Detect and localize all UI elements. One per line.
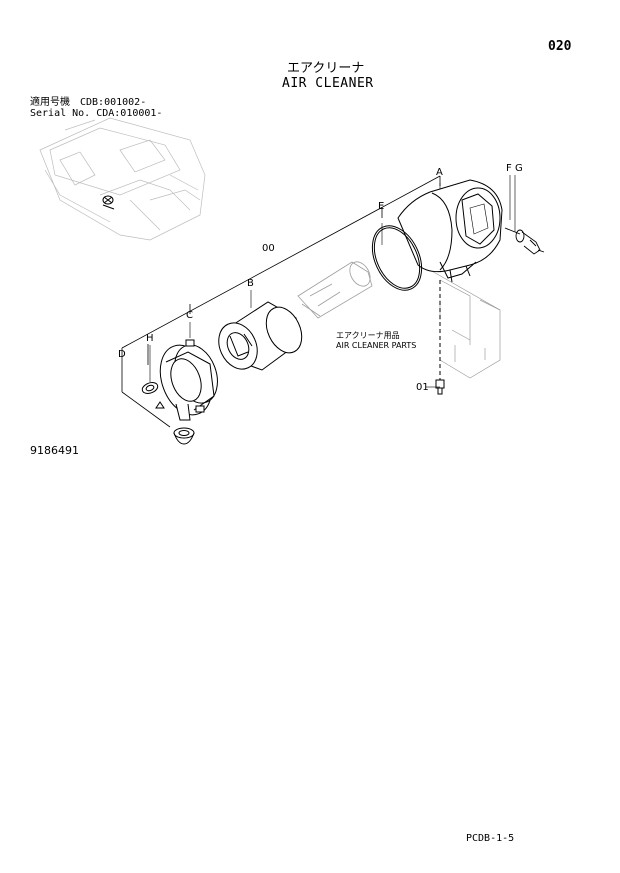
callout-d: D — [118, 349, 126, 360]
callout-g: G — [515, 163, 523, 174]
evacuator-valve-fg-part — [504, 227, 545, 255]
callout-h: H — [146, 333, 154, 344]
page-number: 020 — [548, 39, 572, 54]
seal-h-part — [141, 382, 165, 409]
callout-e: E — [378, 201, 385, 212]
callout-c: C — [186, 310, 193, 321]
callout-f: F — [506, 163, 512, 174]
air-cleaner-parts-label: エアクリーナ用品 AIR CLEANER PARTS — [336, 331, 416, 351]
vacuator-valve-d-part — [173, 427, 195, 445]
parts-label-english: AIR CLEANER PARTS — [336, 341, 417, 350]
serial-line-applicable: 適用号機 CDB:001002- — [30, 97, 147, 108]
cover-c-part — [159, 339, 218, 421]
page-title: AIR CLEANER — [282, 76, 374, 91]
callout-a: A — [436, 167, 443, 178]
document-number: 9186491 — [30, 444, 79, 457]
safety-element-part — [297, 261, 373, 319]
parts-label-japanese: エアクリーナ用品 — [336, 331, 400, 340]
serial-line-number: Serial No. CDA:010001- — [30, 108, 163, 119]
primary-element-b-part — [218, 301, 303, 371]
bolt-01-part — [435, 280, 445, 395]
callout-bolt-01: 01 — [416, 382, 429, 393]
air-cleaner-location-marker — [102, 195, 115, 210]
footer-code: PCDB-1-5 — [466, 833, 515, 844]
assembly-bracket — [121, 175, 441, 428]
housing-a-part — [397, 179, 503, 283]
machine-overview-thumbnail — [39, 117, 206, 241]
callout-assembly-00: 00 — [262, 243, 275, 254]
page-title-japanese: エアクリーナ — [287, 61, 365, 76]
serial-info: 適用号機 CDB:001002- Serial No. CDA:010001- — [30, 97, 162, 119]
callout-b: B — [247, 278, 254, 289]
gasket-e-part — [371, 225, 423, 291]
